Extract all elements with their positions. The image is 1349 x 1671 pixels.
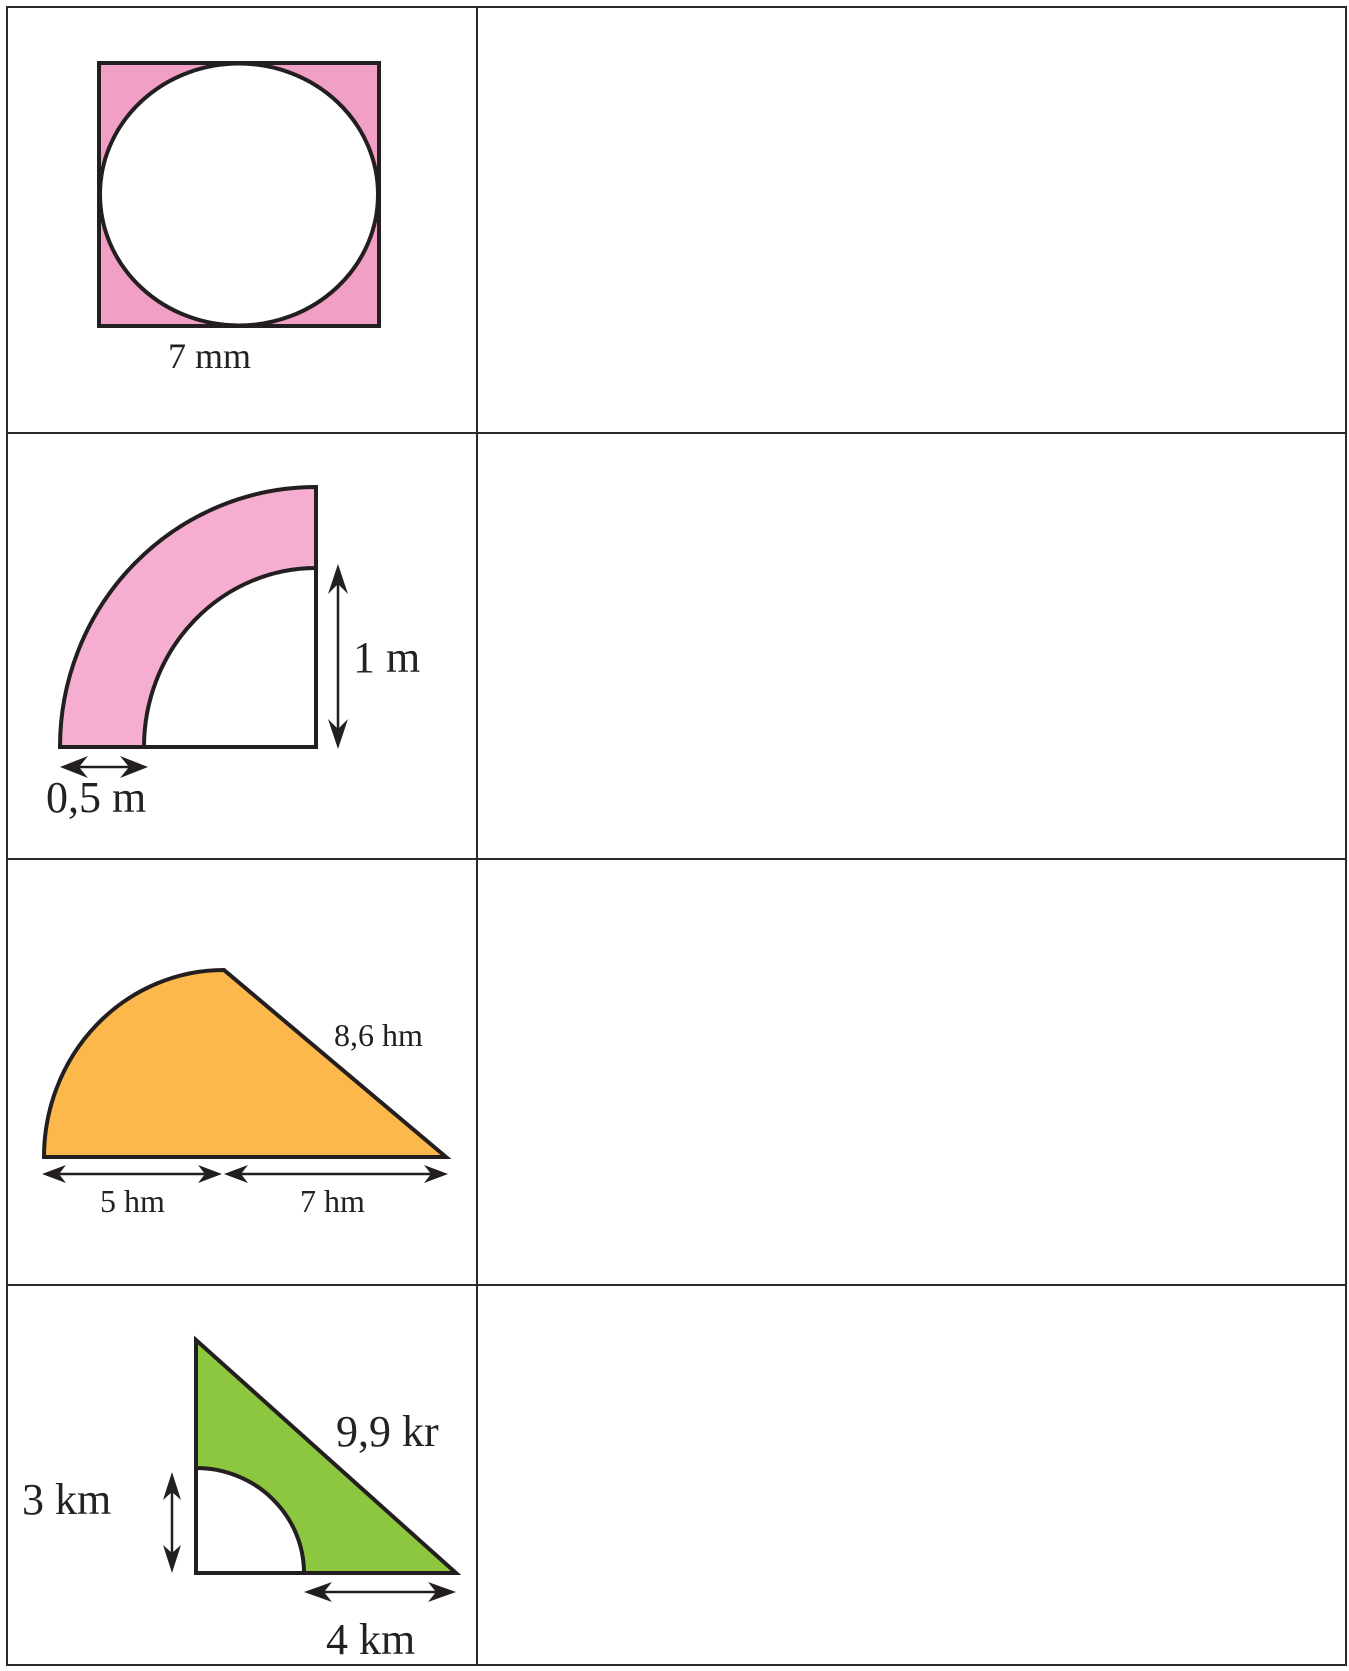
table-row: 9,9 kr 3 km 4 km — [8, 1286, 1345, 1666]
height-arrow-head-top — [163, 1472, 181, 1500]
hypotenuse-label: 8,6 hm — [334, 1017, 423, 1053]
base-right-label: 7 hm — [300, 1183, 365, 1219]
width-label: 0,5 m — [46, 773, 146, 822]
figure-cell: 7 mm — [8, 8, 476, 432]
table-row: 7 mm — [8, 8, 1345, 434]
base-right-head-left — [224, 1165, 248, 1183]
radius-arrow-head-bottom — [328, 719, 348, 749]
base-left-head-left — [42, 1165, 66, 1183]
base-arrow-head-right — [428, 1582, 456, 1602]
figure-cell: 8,6 hm 5 hm 7 hm — [8, 860, 476, 1284]
width-arrow-head-right — [120, 756, 148, 778]
answer-cell[interactable] — [478, 1286, 1345, 1666]
height-arrow-head-bottom — [163, 1545, 181, 1573]
quarter-circle-outline — [194, 1468, 304, 1575]
annulus-band — [57, 484, 318, 749]
hypotenuse-label: 9,9 kr — [336, 1407, 439, 1456]
quarter-annulus-figure: 1 m 0,5 m — [46, 484, 420, 822]
base-left-head-right — [198, 1165, 222, 1183]
width-arrow-head-left — [60, 756, 88, 778]
side-label: 7 mm — [168, 336, 251, 376]
exercise-table: 7 mm 1 m 0,5 m 8, — [6, 6, 1347, 1666]
table-row: 1 m 0,5 m — [8, 434, 1345, 860]
figure-cell: 9,9 kr 3 km 4 km — [8, 1286, 476, 1666]
inner-quarter-outline — [144, 568, 318, 749]
answer-cell[interactable] — [478, 8, 1345, 432]
square-circle-figure: 7 mm — [97, 61, 381, 376]
base-left-label: 5 hm — [100, 1183, 165, 1219]
figure-cell: 1 m 0,5 m — [8, 434, 476, 858]
radius-label: 1 m — [353, 633, 420, 682]
radius-arrow-head-top — [328, 564, 348, 594]
base-label: 4 km — [326, 1615, 415, 1664]
inscribed-circle — [98, 61, 380, 328]
triangle-quarter-circle-figure: 9,9 kr 3 km 4 km — [22, 1335, 462, 1664]
column-divider — [476, 8, 478, 1664]
half-circle-triangle-figure: 8,6 hm 5 hm 7 hm — [41, 967, 452, 1219]
answer-cell[interactable] — [478, 434, 1345, 858]
table-row: 8,6 hm 5 hm 7 hm — [8, 860, 1345, 1286]
answer-cell[interactable] — [478, 860, 1345, 1284]
height-label: 3 km — [22, 1475, 111, 1524]
composite-shape — [41, 967, 452, 1159]
base-arrow-head-left — [304, 1582, 332, 1602]
triangle-shape — [194, 1335, 462, 1575]
base-right-head-right — [424, 1165, 448, 1183]
